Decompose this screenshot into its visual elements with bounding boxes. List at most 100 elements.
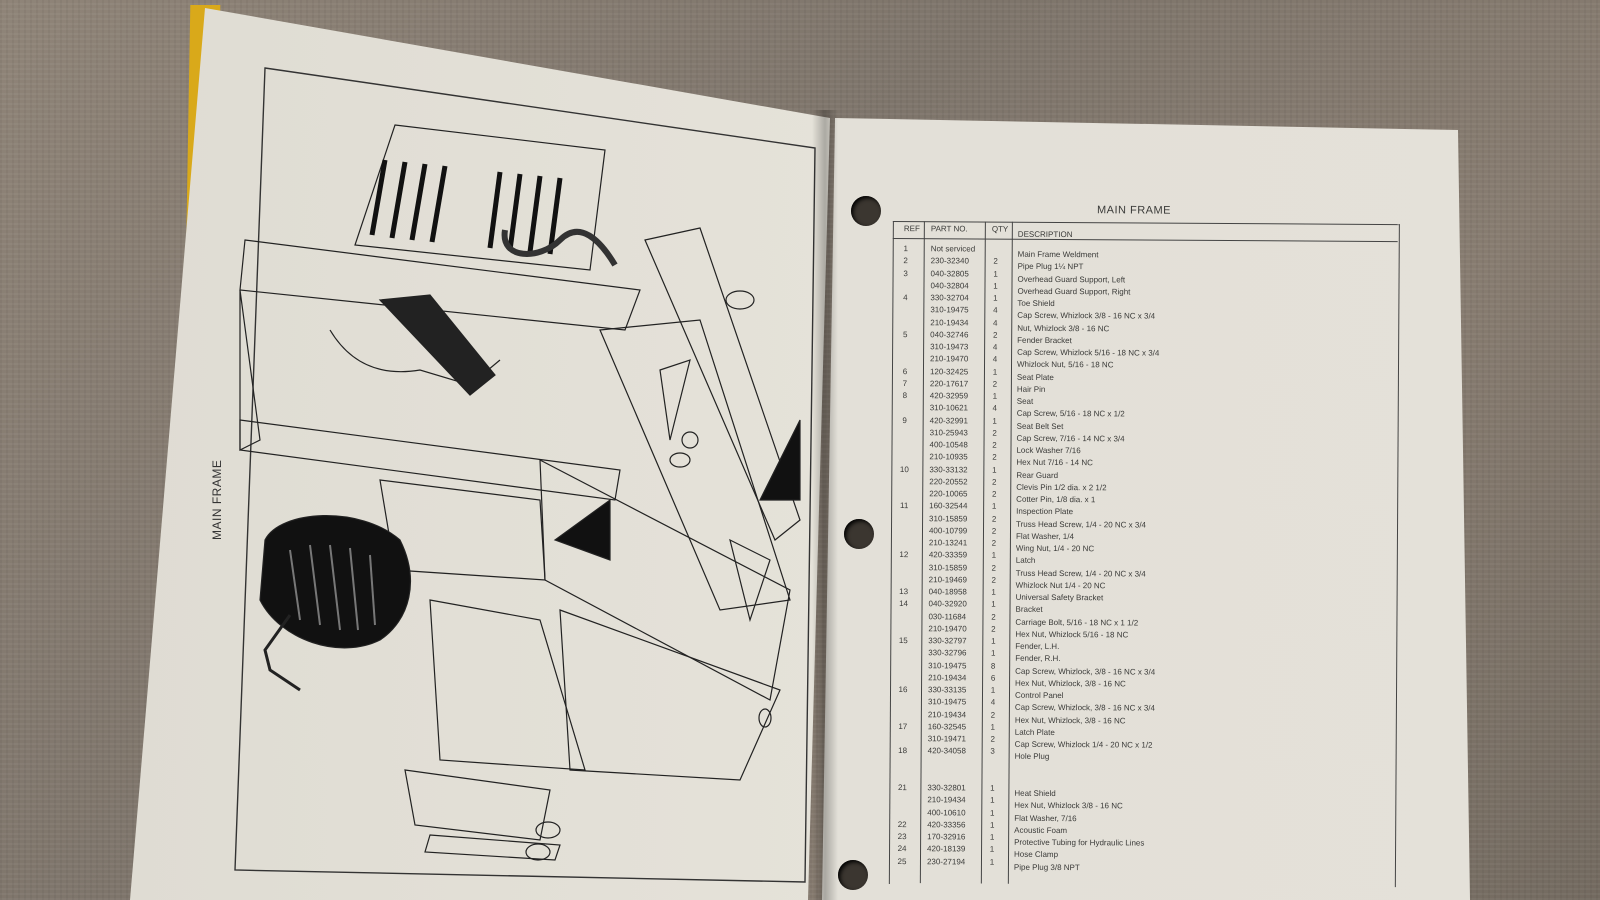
qty-cell: 2 [992, 379, 998, 389]
qty-cell: 2 [992, 330, 998, 340]
part-number-cell: 030-11684 [928, 611, 967, 621]
part-number-cell: 330-33135 [927, 685, 967, 695]
qty-cell: 1 [989, 844, 995, 854]
part-number-cell: 210-19469 [928, 574, 967, 585]
part-number-cell: 420-32959 [929, 391, 969, 401]
part-number-cell: 310-19471 [927, 734, 967, 744]
ref-cell: 5 [902, 329, 908, 339]
ref-cell: 10 [899, 464, 909, 474]
qty-cell: 1 [992, 465, 997, 475]
qty-cell: 2 [991, 575, 996, 585]
qty-cell: 1 [993, 269, 998, 279]
qty-cell: 2 [991, 624, 996, 634]
part-number-cell: 400-10610 [927, 807, 966, 817]
ref-cell: 16 [898, 685, 908, 695]
header-part-no: PART NO. [930, 224, 968, 234]
qty-cell: 4 [992, 403, 997, 413]
toe-shield [429, 599, 586, 771]
book-gutter [812, 110, 838, 900]
qty-cell: 2 [991, 563, 997, 573]
part-number-cell: 310-19473 [930, 342, 969, 352]
part-number-cell: 330-32796 [928, 648, 967, 658]
qty-cell: 1 [990, 685, 996, 695]
qty-cell: 1 [992, 416, 997, 426]
part-number-cell: 160-32545 [927, 721, 967, 732]
qty-cell: 1 [991, 501, 997, 511]
part-number-cell: 420-33359 [928, 550, 968, 560]
part-number-cell: 420-34058 [927, 746, 966, 756]
qty-cell: 1 [993, 293, 998, 303]
part-number-cell: 040-32804 [930, 280, 969, 291]
qty-cell: 4 [992, 342, 998, 352]
fender [559, 609, 781, 781]
frame-front-rail [239, 419, 621, 501]
ref-cell: 3 [903, 268, 908, 278]
part-number-cell: 040-32805 [930, 268, 969, 278]
ref-cell: 18 [898, 746, 908, 756]
ref-cell: 14 [899, 599, 909, 609]
part-number-cell: 210-19434 [930, 317, 969, 327]
part-number-cell: 330-33132 [929, 464, 968, 474]
qty-cell: 1 [991, 550, 997, 560]
ref-cell: 25 [897, 856, 907, 866]
ref-cell: 6 [902, 366, 908, 376]
qty-cell: 1 [991, 636, 996, 646]
part-number-cell: 330-32801 [927, 783, 966, 793]
part-number-cell: 330-32704 [930, 293, 969, 303]
part-number-cell: 210-10935 [929, 452, 968, 462]
binder-hole [838, 860, 868, 890]
parts-table: MAIN FRAME REF PART NO. QTY DESCRIPTION … [888, 203, 1400, 888]
qty-cell: 1 [992, 391, 998, 401]
qty-cell: 2 [992, 452, 997, 462]
seat [259, 515, 411, 692]
qty-cell: 1 [990, 783, 995, 793]
part-number-cell: 420-32991 [929, 415, 968, 425]
ref-cell: 21 [897, 783, 907, 793]
qty-cell: 1 [990, 648, 996, 658]
part-number-cell: 220-10065 [929, 489, 968, 499]
ref-cell: 2 [903, 256, 908, 266]
qty-cell: 2 [990, 710, 996, 720]
part-number-cell: 210-13241 [928, 538, 968, 548]
part-number-cell: 160-32544 [929, 501, 968, 511]
header-qty: QTY [991, 224, 1009, 234]
ref-cell: 4 [903, 293, 908, 303]
qty-cell: 6 [990, 673, 996, 683]
frame-top-rail [239, 239, 641, 331]
qty-cell: 2 [991, 526, 997, 536]
part-number-cell: 220-17617 [929, 378, 969, 389]
ref-cell: 1 [903, 244, 908, 254]
ref-cell: 23 [897, 832, 907, 842]
part-number-cell: 420-33356 [927, 819, 966, 830]
part-number-cell: 210-19434 [927, 709, 967, 719]
description-cell: Hole Plug [1014, 752, 1050, 762]
part-number-cell: 210-19434 [927, 795, 966, 805]
part-number-cell: 040-32746 [930, 329, 969, 340]
qty-cell: 4 [993, 305, 998, 315]
part-number-cell: Not serviced [930, 244, 976, 254]
ref-cell: 13 [899, 587, 909, 597]
part-number-cell: 230-27194 [926, 856, 966, 866]
qty-cell: 1 [991, 599, 996, 609]
ref-cell: 15 [898, 636, 908, 646]
header-ref: REF [903, 224, 920, 234]
part-number-cell: 330-32797 [928, 636, 967, 646]
side-rail [644, 227, 801, 541]
part-number-cell: 310-19475 [927, 697, 967, 707]
qty-cell: 2 [992, 428, 997, 438]
qty-cell: 4 [990, 697, 996, 707]
qty-cell: 4 [992, 354, 998, 364]
part-number-cell: 310-15859 [929, 513, 968, 523]
qty-cell: 4 [993, 318, 998, 328]
ref-cell: 11 [899, 501, 909, 511]
part-number-cell: 310-15859 [928, 562, 968, 572]
part-number-cell: 420-18139 [927, 844, 966, 854]
ref-cell: 22 [897, 819, 907, 829]
ref-cell: 17 [898, 721, 908, 731]
qty-cell: 1 [990, 808, 995, 818]
acoustic-foam [378, 294, 496, 396]
part-number-cell: 310-19475 [928, 660, 967, 670]
part-number-cell: 310-25943 [929, 427, 968, 438]
part-number-cell: 210-19470 [928, 623, 967, 634]
